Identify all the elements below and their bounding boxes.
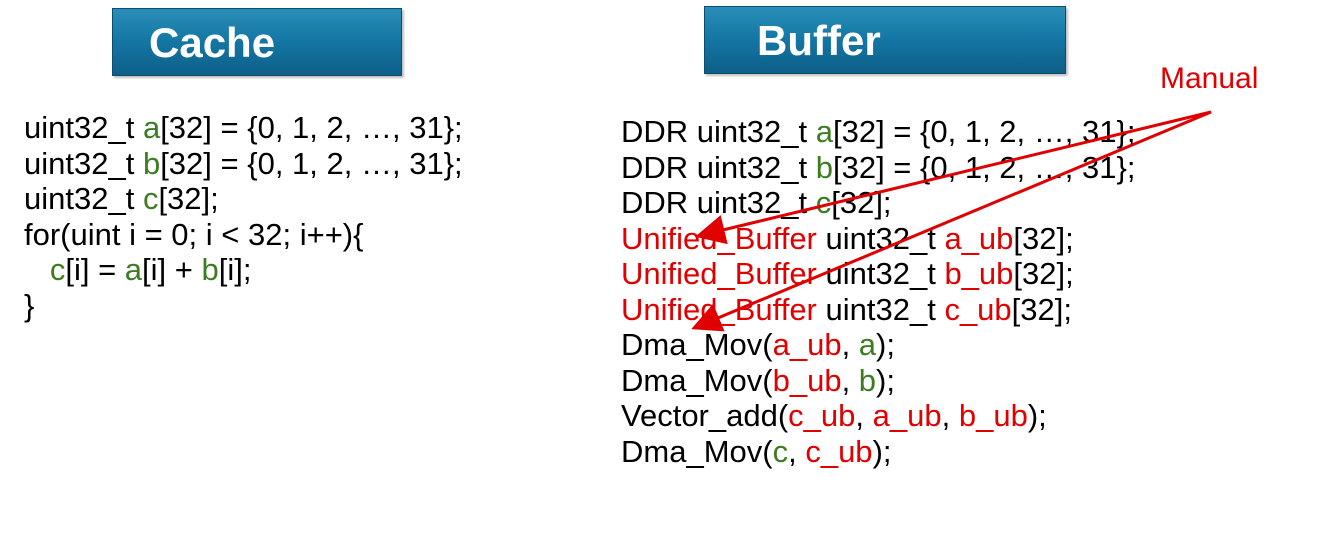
cache-code-token: uint32_t — [24, 181, 143, 216]
cache-code-token: [i]; — [218, 252, 252, 287]
buffer-code-token: a — [858, 327, 877, 362]
buffer-code-token: [32]; — [1013, 220, 1074, 256]
buffer-code-token: [32] = {0, 1, 2, …, 31}; — [832, 149, 1136, 185]
buffer-code-token: a — [815, 114, 833, 149]
cache-code-token: a — [142, 110, 161, 145]
buffer-code-token: [32]; — [831, 185, 892, 220]
buffer-code-token: uint32_t — [816, 291, 945, 327]
cache-code-line: } — [24, 288, 463, 324]
buffer-code-token: c_ub — [944, 291, 1012, 327]
cache-code-token: a — [124, 252, 143, 287]
cache-code-token: for(uint i = 0; i < 32; i++){ — [24, 216, 364, 252]
buffer-header: Buffer — [704, 6, 1066, 74]
buffer-code-line: DDR uint32_t a[32] = {0, 1, 2, …, 31}; — [621, 114, 1135, 150]
cache-code-line: uint32_t a[32] = {0, 1, 2, …, 31}; — [24, 110, 463, 146]
buffer-code-line: Dma_Mov(a_ub, a); — [621, 327, 1135, 363]
buffer-code-token: ); — [1027, 398, 1047, 433]
cache-code-token: } — [24, 287, 35, 323]
buffer-code-line: Unified_Buffer uint32_t a_ub[32]; — [621, 221, 1135, 257]
buffer-code-token: b — [858, 362, 877, 398]
buffer-code-token: , — [841, 327, 859, 362]
cache-code-line: for(uint i = 0; i < 32; i++){ — [24, 217, 463, 253]
buffer-code-token: uint32_t — [816, 256, 945, 291]
buffer-code-token: Dma_Mov( — [621, 433, 773, 469]
buffer-code-token: ); — [876, 362, 895, 398]
buffer-code-line: DDR uint32_t c[32]; — [621, 185, 1135, 221]
buffer-code-token: [32] = {0, 1, 2, …, 31}; — [832, 114, 1136, 149]
buffer-code-token: a_ub — [944, 220, 1014, 256]
cache-code-token: c — [142, 181, 159, 216]
cache-code-token: [i] = — [65, 252, 125, 287]
buffer-title: Buffer — [757, 17, 881, 64]
buffer-code-token: c — [772, 433, 789, 469]
cache-code-token: [32]; — [158, 181, 219, 216]
buffer-code-token: DDR uint32_t — [621, 114, 816, 149]
buffer-code-line: Vector_add(c_ub, a_ub, b_ub); — [621, 398, 1135, 434]
buffer-code-token: b_ub — [958, 398, 1028, 433]
buffer-code-line: Unified_Buffer uint32_t c_ub[32]; — [621, 292, 1135, 328]
buffer-code-line: Dma_Mov(c, c_ub); — [621, 434, 1135, 470]
buffer-code-token: DDR uint32_t — [621, 149, 816, 185]
buffer-code-token: Unified_Buffer — [621, 220, 817, 256]
cache-code-token: uint32_t — [24, 145, 143, 181]
buffer-code-token: uint32_t — [816, 220, 945, 256]
cache-code-token: [i] + — [142, 252, 202, 287]
buffer-code-token: , — [841, 362, 859, 398]
cache-header: Cache — [112, 8, 402, 76]
buffer-code-token: b_ub — [944, 256, 1014, 291]
buffer-code-token: b — [815, 149, 833, 185]
cache-code-token — [24, 252, 50, 287]
buffer-code-token: c — [815, 185, 832, 220]
cache-code-token: uint32_t — [24, 110, 143, 145]
buffer-code-token: Unified_Buffer — [621, 256, 817, 291]
buffer-code-token: Dma_Mov( — [621, 362, 773, 398]
cache-code-token: [32] = {0, 1, 2, …, 31}; — [160, 110, 463, 145]
buffer-code-block: DDR uint32_t a[32] = {0, 1, 2, …, 31};DD… — [621, 114, 1135, 469]
buffer-code-token: a_ub — [872, 398, 942, 433]
buffer-code-token: , — [788, 433, 806, 469]
cache-code-token: b — [142, 145, 161, 181]
buffer-code-token: ); — [872, 433, 892, 469]
cache-code-token: [32] = {0, 1, 2, …, 31}; — [160, 145, 463, 181]
buffer-code-token: Dma_Mov( — [621, 327, 773, 362]
buffer-code-token: DDR uint32_t — [621, 185, 816, 220]
buffer-code-token: Unified_Buffer — [621, 291, 817, 327]
manual-annotation: Manual — [1160, 62, 1259, 95]
buffer-code-token: b_ub — [772, 362, 842, 398]
buffer-code-token: [32]; — [1013, 256, 1074, 291]
cache-code-token: c — [49, 252, 66, 287]
buffer-code-token: a_ub — [772, 327, 842, 362]
cache-title: Cache — [149, 19, 276, 66]
cache-code-line: uint32_t c[32]; — [24, 181, 463, 217]
buffer-code-token: , — [941, 398, 959, 433]
cache-code-block: uint32_t a[32] = {0, 1, 2, …, 31};uint32… — [24, 110, 463, 323]
buffer-code-token: c_ub — [805, 433, 873, 469]
buffer-code-line: Dma_Mov(b_ub, b); — [621, 363, 1135, 399]
buffer-code-token: [32]; — [1011, 291, 1072, 327]
buffer-code-token: ); — [876, 327, 895, 362]
buffer-code-line: DDR uint32_t b[32] = {0, 1, 2, …, 31}; — [621, 150, 1135, 186]
buffer-code-line: Unified_Buffer uint32_t b_ub[32]; — [621, 256, 1135, 292]
cache-code-token: b — [201, 252, 219, 287]
cache-code-line: uint32_t b[32] = {0, 1, 2, …, 31}; — [24, 146, 463, 182]
buffer-code-token: Vector_add( — [621, 398, 789, 433]
buffer-code-token: , — [855, 398, 873, 433]
cache-code-line: c[i] = a[i] + b[i]; — [24, 252, 463, 288]
buffer-code-token: c_ub — [788, 398, 856, 433]
